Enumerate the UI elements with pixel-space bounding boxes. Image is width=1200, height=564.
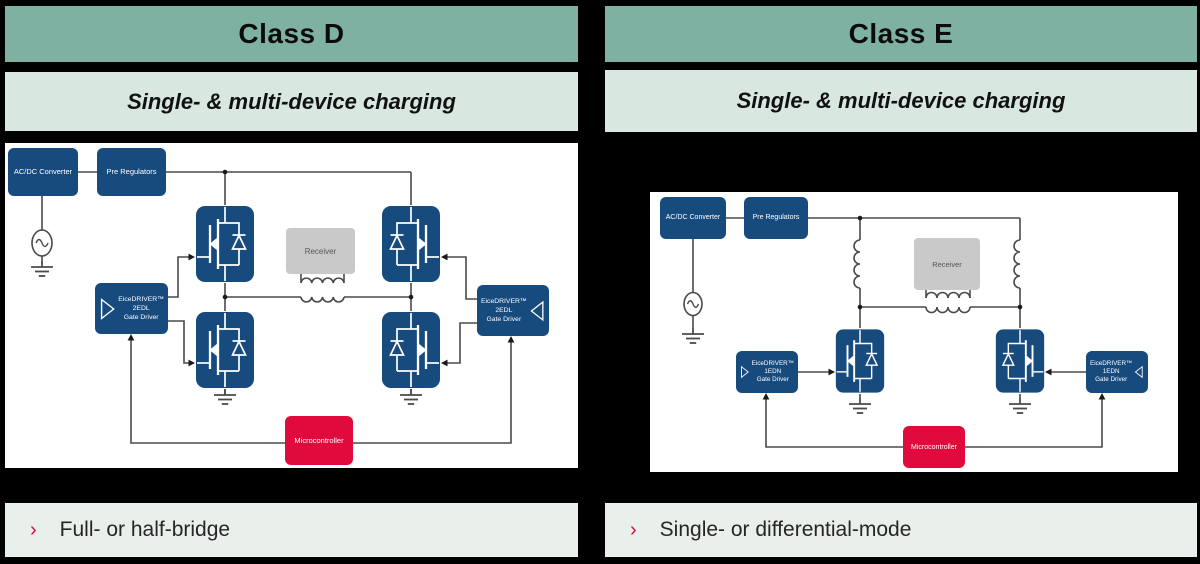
gate-driver-box-left: EiceDRIVER™ 2EDL Gate Driver — [95, 283, 168, 334]
class-d-footer-text: Full- or half-bridge — [59, 518, 231, 541]
class-d-title-bar: Class D — [5, 6, 578, 62]
ground-icon — [681, 327, 705, 344]
receiver-label: Receiver — [304, 246, 337, 256]
class-e-schematic-svg — [681, 215, 1106, 448]
chevron-bullet-icon: › — [630, 519, 637, 541]
arrowheads — [127, 253, 515, 367]
ground-icon — [399, 388, 423, 405]
gate-driver-box-right: EiceDRIVER™ 2EDL Gate Driver — [477, 285, 549, 336]
driver-name-label: EiceDRIVER™ — [118, 295, 164, 303]
driver-part-label: 1EDN — [1102, 367, 1120, 375]
microcontroller-box: Microcontroller — [285, 416, 353, 465]
receiver-box: Receiver — [286, 228, 355, 274]
ground-icon — [213, 388, 237, 405]
ac-sine-icon — [35, 238, 49, 248]
receiver-label: Receiver — [932, 259, 962, 269]
driver-role-label: Gate Driver — [756, 376, 789, 384]
driver-role-label: Gate Driver — [1095, 376, 1128, 384]
acdc-converter-box: AC/DC Converter — [8, 148, 78, 196]
acdc-converter-box: AC/DC Converter — [660, 197, 726, 239]
driver-part-label: 1EDN — [764, 367, 782, 375]
class-e-title: Class E — [848, 18, 954, 49]
microcontroller-label: Microcontroller — [911, 443, 957, 451]
ac-sine-icon — [686, 300, 700, 308]
class-e-title-bar: Class E — [605, 6, 1197, 62]
acdc-converter-label: AC/DC Converter — [13, 166, 73, 176]
class-d-subtitle-bar: Single- & multi-device charging — [5, 72, 578, 131]
mosfet-low-side-left — [195, 311, 255, 389]
mosfet-high-side-left — [195, 205, 255, 283]
acdc-converter-label: AC/DC Converter — [665, 214, 721, 222]
driver-role-label: Gate Driver — [123, 314, 159, 322]
mosfet-high-side-right — [381, 205, 441, 283]
amplifier-triangle-icon — [1135, 365, 1143, 379]
ground-icon — [1008, 397, 1032, 414]
pre-regulators-label: Pre Regulators — [752, 214, 800, 222]
chevron-bullet-icon: › — [30, 519, 37, 541]
gate-driver-box-right: EiceDRIVER™ 1EDN Gate Driver — [1086, 351, 1148, 393]
receiver-box: Receiver — [914, 238, 980, 290]
amplifier-triangle-icon — [100, 297, 115, 320]
driver-name-label: EiceDRIVER™ — [1090, 359, 1133, 367]
amplifier-triangle-icon — [741, 365, 749, 379]
class-d-subtitle: Single- & multi-device charging — [127, 88, 456, 114]
pre-regulators-box: Pre Regulators — [97, 148, 166, 196]
class-e-wires — [692, 217, 1103, 448]
junction-dots — [857, 215, 1023, 310]
mosfet-left — [835, 328, 885, 394]
ground-icon — [30, 260, 54, 277]
class-e-footer-bar: › Single- or differential-mode — [605, 503, 1197, 557]
class-d-wires — [41, 171, 512, 444]
microcontroller-box: Microcontroller — [903, 426, 965, 468]
pre-regulators-label: Pre Regulators — [106, 166, 157, 176]
class-d-footer-bar: › Full- or half-bridge — [5, 503, 578, 557]
ground-icon — [848, 397, 872, 414]
mosfet-right — [995, 328, 1045, 394]
mosfet-low-side-right — [381, 311, 441, 389]
amplifier-triangle-icon — [530, 300, 544, 321]
class-d-circuit-diagram: AC/DC Converter Pre Regulators Receiver … — [5, 143, 578, 468]
class-e-subtitle: Single- & multi-device charging — [736, 88, 1066, 113]
gate-driver-box-left: EiceDRIVER™ 1EDN Gate Driver — [736, 351, 798, 393]
arrowheads — [762, 368, 1106, 400]
pre-regulators-box: Pre Regulators — [744, 197, 808, 239]
class-e-circuit-diagram: AC/DC Converter Pre Regulators Receiver … — [650, 192, 1178, 472]
class-e-subtitle-bar: Single- & multi-device charging — [605, 70, 1197, 132]
junction-dots — [222, 169, 414, 300]
driver-name-label: EiceDRIVER™ — [481, 297, 527, 305]
driver-part-label: 2EDL — [495, 306, 513, 314]
class-e-footer-text: Single- or differential-mode — [659, 518, 912, 541]
class-d-schematic-svg — [30, 169, 515, 444]
driver-role-label: Gate Driver — [486, 316, 522, 324]
microcontroller-label: Microcontroller — [294, 436, 344, 445]
driver-part-label: 2EDL — [132, 304, 150, 312]
class-d-title: Class D — [238, 18, 345, 49]
driver-name-label: EiceDRIVER™ — [751, 359, 794, 367]
